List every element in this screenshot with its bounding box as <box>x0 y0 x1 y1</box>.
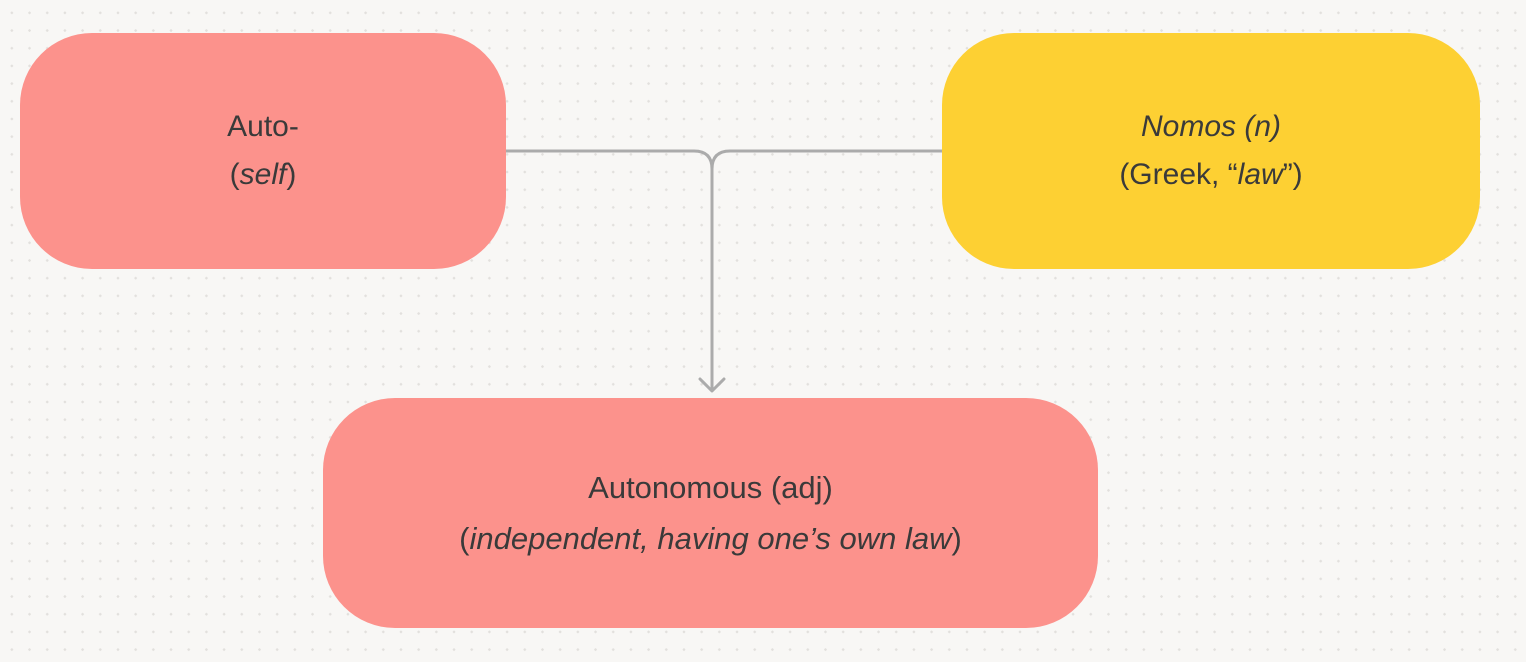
node-auto-title: Auto- <box>227 110 299 143</box>
arrow-down-icon <box>698 377 726 393</box>
node-autonomous-meaning: (independent, having one’s own law) <box>459 521 962 556</box>
node-autonomous-result[interactable]: Autonomous (adj) (independent, having on… <box>323 398 1098 628</box>
connector-branch-left <box>503 149 714 391</box>
node-nomos-title: Nomos (n) <box>1140 110 1282 143</box>
node-autonomous-title: Autonomous (adj) <box>588 470 833 505</box>
connector-branch-right <box>710 149 942 170</box>
node-nomos-root[interactable]: Nomos (n) (Greek, “law”) <box>942 33 1480 269</box>
node-auto-prefix[interactable]: Auto- (self) <box>20 33 506 269</box>
node-nomos-meaning: (Greek, “law”) <box>1119 158 1303 191</box>
node-auto-meaning: (self) <box>229 158 297 191</box>
